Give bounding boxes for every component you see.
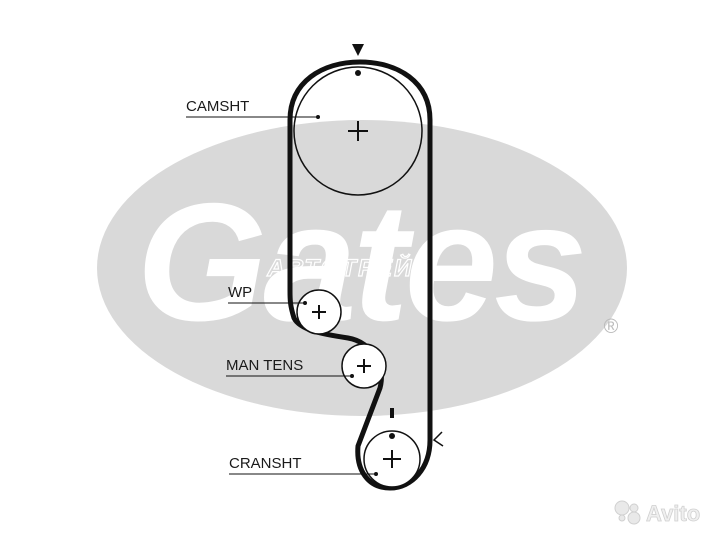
label-wp-group: WP <box>228 284 307 305</box>
avtotreid-watermark: АВТОТРЕЙД <box>266 253 432 282</box>
crankshaft-timing-dot <box>389 433 395 439</box>
label-water-pump: WP <box>228 284 252 301</box>
camshaft-pulley <box>293 66 423 196</box>
label-man-tens-group: MAN TENS <box>226 357 354 378</box>
label-camshaft-group: CAMSHT <box>186 98 320 119</box>
label-camshaft: CAMSHT <box>186 98 249 115</box>
label-crankshaft: CRANSHT <box>229 455 302 472</box>
camshaft-center-cross <box>348 121 368 141</box>
avito-watermark: Avito <box>614 500 701 526</box>
camshaft-pulley-circle <box>293 66 423 196</box>
avito-logo-icon <box>614 500 641 525</box>
label-man-tens: MAN TENS <box>226 357 303 374</box>
label-crankshaft-group: CRANSHT <box>229 455 378 476</box>
gates-logo-oval <box>97 120 627 416</box>
timing-mark-triangle <box>352 44 364 56</box>
crankshaft-center-cross <box>383 450 401 468</box>
rotation-arrow-icon <box>432 431 444 447</box>
man-tens-center-cross <box>357 359 371 373</box>
man-tens-pulley <box>341 343 387 389</box>
timing-belt-path <box>287 59 433 491</box>
water-pump-center-cross <box>312 305 326 319</box>
avito-wordmark: Avito <box>646 501 700 526</box>
belt <box>287 59 433 491</box>
gates-logo-wordmark: Gates <box>137 168 584 356</box>
crankshaft-timing-mark <box>390 408 394 418</box>
registered-mark: ® <box>604 316 619 338</box>
camshaft-timing-dot <box>355 70 361 76</box>
crankshaft-pulley <box>363 408 421 488</box>
gates-watermark: Gates ® АВТОТРЕЙД <box>97 120 627 416</box>
water-pump-pulley <box>296 289 342 335</box>
